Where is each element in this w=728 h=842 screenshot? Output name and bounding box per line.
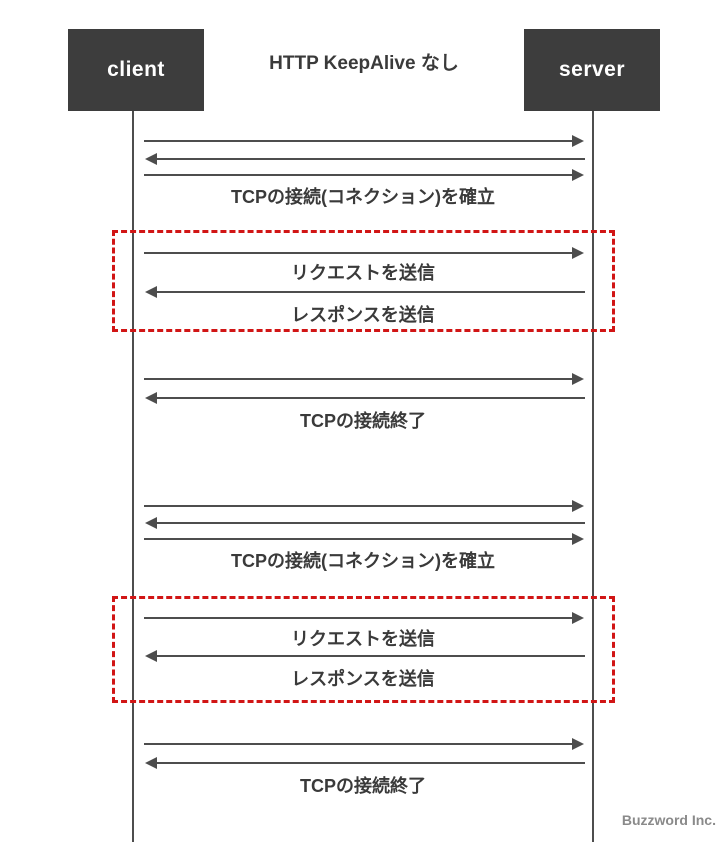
- arrow-client-to-server: [144, 738, 584, 750]
- message-label-request-1: リクエストを送信: [291, 263, 435, 283]
- arrow-server-to-client: [145, 153, 585, 165]
- arrow-request: [144, 247, 584, 259]
- message-label-response-2: レスポンスを送信: [291, 669, 435, 689]
- arrow-client-to-server: [144, 135, 584, 147]
- message-label-tcp-close-1: TCPの接続終了: [300, 411, 426, 431]
- keepalive-highlight-box-1: [112, 230, 615, 332]
- diagram-title: HTTP KeepAlive なし: [269, 53, 459, 74]
- arrow-server-to-client: [145, 757, 585, 769]
- client-actor-label: client: [107, 58, 165, 81]
- message-label-request-2: リクエストを送信: [291, 629, 435, 649]
- message-label-response-1: レスポンスを送信: [291, 305, 435, 325]
- credit-text: Buzzword Inc.: [621, 812, 716, 828]
- message-label-tcp-close-2: TCPの接続終了: [300, 776, 426, 796]
- arrow-response: [145, 286, 585, 298]
- client-lifeline: [132, 111, 134, 842]
- arrow-client-to-server: [144, 169, 584, 181]
- arrow-response: [145, 650, 585, 662]
- arrow-client-to-server: [144, 373, 584, 385]
- arrow-server-to-client: [145, 392, 585, 404]
- message-label-tcp-establish-2: TCPの接続(コネクション)を確立: [231, 551, 495, 571]
- client-actor-box: client: [68, 29, 204, 111]
- server-actor-box: server: [524, 29, 660, 111]
- server-lifeline: [592, 111, 594, 842]
- server-actor-label: server: [558, 58, 626, 81]
- message-label-tcp-establish-1: TCPの接続(コネクション)を確立: [231, 187, 495, 207]
- arrow-client-to-server: [144, 533, 584, 545]
- keepalive-highlight-box-2: [112, 596, 615, 703]
- arrow-server-to-client: [145, 517, 585, 529]
- arrow-client-to-server: [144, 500, 584, 512]
- arrow-request: [144, 612, 584, 624]
